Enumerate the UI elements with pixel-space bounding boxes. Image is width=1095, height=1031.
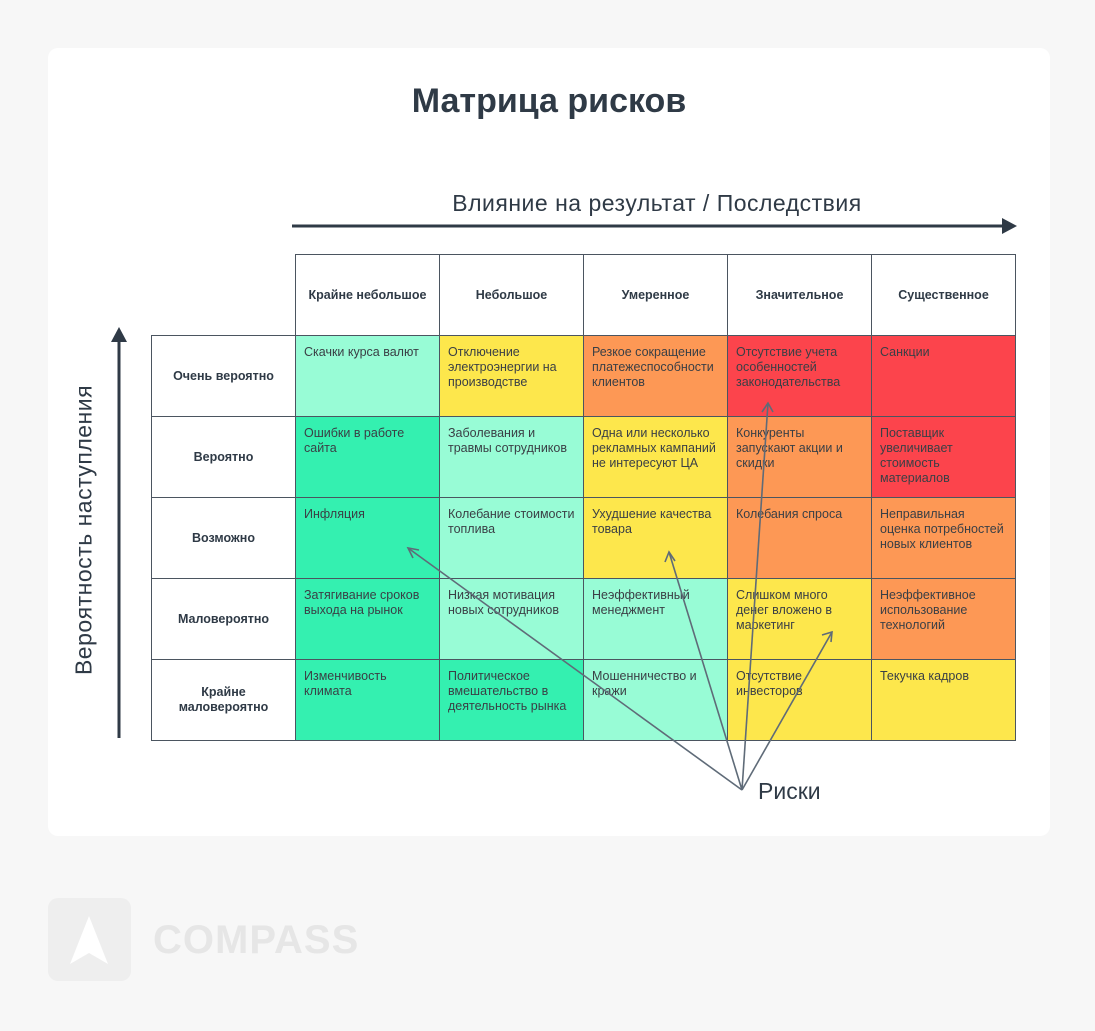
risk-cell: Отсутствие учета особенностей законодате… bbox=[727, 335, 872, 417]
row-header: Возможно bbox=[151, 497, 296, 579]
risk-cell: Низкая мотивация новых сотрудников bbox=[439, 578, 584, 660]
x-axis-label: Влияние на результат / Последствия bbox=[452, 190, 862, 216]
risk-cell: Неправильная оценка потребностей новых к… bbox=[871, 497, 1016, 579]
risk-cell: Слишком много денег вложено в маркетинг bbox=[727, 578, 872, 660]
row-header: Маловероятно bbox=[151, 578, 296, 660]
risk-cell: Санкции bbox=[871, 335, 1016, 417]
row-header: Вероятно bbox=[151, 416, 296, 498]
risk-cell: Колебания спроса bbox=[727, 497, 872, 579]
risk-cell: Ошибки в работе сайта bbox=[295, 416, 440, 498]
risk-cell: Неэффективное использование технологий bbox=[871, 578, 1016, 660]
risk-cell: Скачки курса валют bbox=[295, 335, 440, 417]
risk-cell: Неэффективный менеджмент bbox=[583, 578, 728, 660]
risk-cell: Резкое сокращение платежеспособности кли… bbox=[583, 335, 728, 417]
row-header: Крайне маловероятно bbox=[151, 659, 296, 741]
risk-cell: Политическое вмешательство в деятельност… bbox=[439, 659, 584, 741]
column-header: Значительное bbox=[727, 254, 872, 336]
column-header: Небольшое bbox=[439, 254, 584, 336]
row-header: Очень вероятно bbox=[151, 335, 296, 417]
risk-cell: Ухудшение качества товара bbox=[583, 497, 728, 579]
risk-cell: Текучка кадров bbox=[871, 659, 1016, 741]
risk-cell: Мошенничество и кражи bbox=[583, 659, 728, 741]
risk-cell: Колебание стоимости топлива bbox=[439, 497, 584, 579]
column-header: Умеренное bbox=[583, 254, 728, 336]
risk-cell: Отсутствие инвесторов bbox=[727, 659, 872, 741]
risk-cell: Одна или несколько рекламных кампаний не… bbox=[583, 416, 728, 498]
page-title: Матрица рисков bbox=[411, 82, 687, 120]
column-header: Существенное bbox=[871, 254, 1016, 336]
column-header: Крайне небольшое bbox=[295, 254, 440, 336]
risk-cell: Изменчивость климата bbox=[295, 659, 440, 741]
risk-cell: Конкуренты запускают акции и скидки bbox=[727, 416, 872, 498]
y-axis-arrowhead-icon bbox=[111, 327, 127, 342]
risks-label: Риски bbox=[758, 778, 821, 804]
risk-cell: Затягивание сроков выхода на рынок bbox=[295, 578, 440, 660]
compass-logo-icon bbox=[70, 916, 108, 964]
compass-logo bbox=[48, 898, 131, 981]
brand-name: COMPASS bbox=[153, 918, 360, 962]
x-axis-arrowhead-icon bbox=[1002, 218, 1017, 234]
risk-cell: Поставщик увеличивает стоимость материал… bbox=[871, 416, 1016, 498]
risk-cell: Отключение электроэнергии на производств… bbox=[439, 335, 584, 417]
risk-cell: Заболевания и травмы сотрудников bbox=[439, 416, 584, 498]
risk-cell: Инфляция bbox=[295, 497, 440, 579]
